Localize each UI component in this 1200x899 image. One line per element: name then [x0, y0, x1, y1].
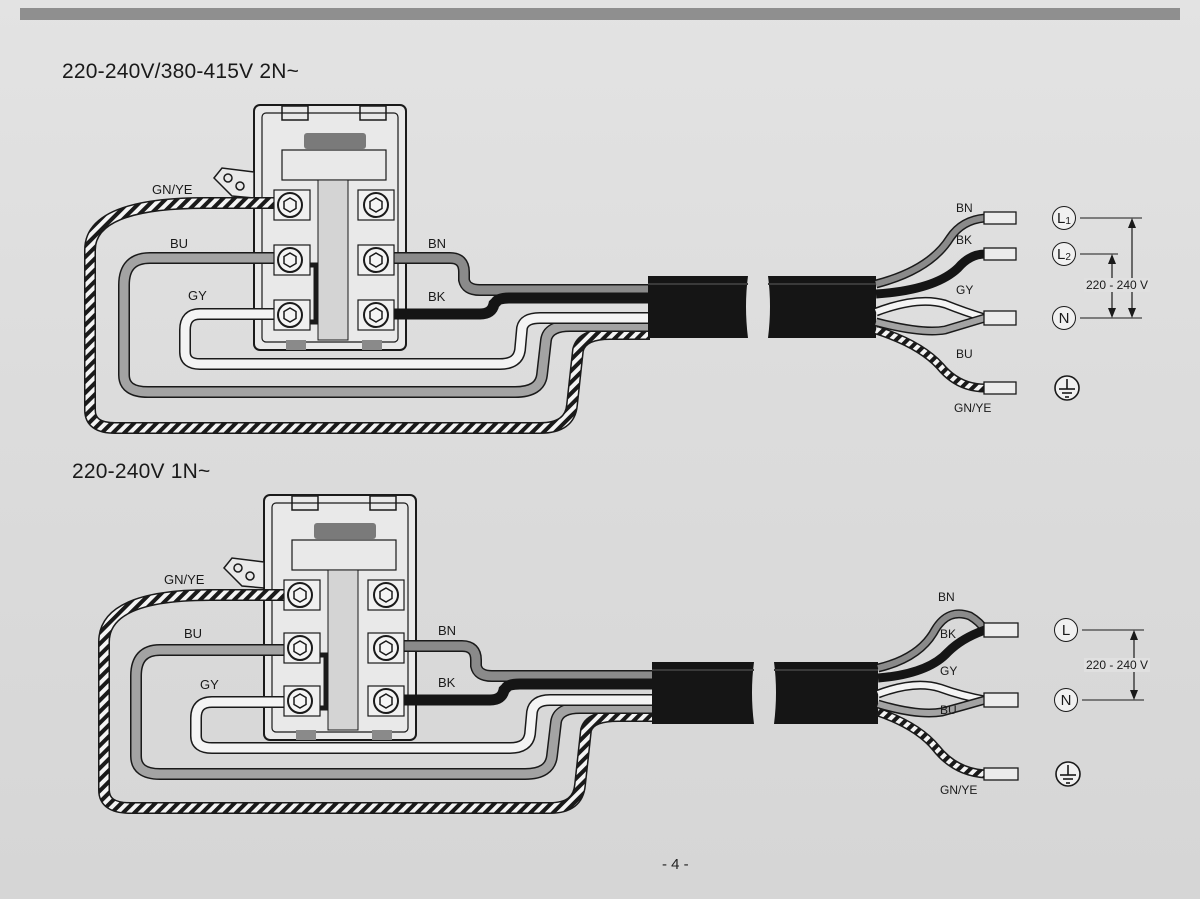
terminal-l1-main: L — [1057, 209, 1066, 227]
wire-label-grey-left: GY — [188, 288, 207, 303]
wire-label-blue-right: BU — [940, 703, 957, 717]
wiring-diagram-two-phase: 220-240V/380-415V 2N~ GN/YE BU GY BN BK … — [62, 60, 1151, 434]
voltage-label: 220 - 240 V — [1084, 658, 1151, 672]
wiring-diagram-graphic — [84, 104, 1142, 434]
earth-symbol-icon — [1054, 375, 1080, 401]
wire-label-black-left: BK — [438, 675, 456, 690]
cable-sheath — [652, 662, 878, 724]
wire-label-earth-left: GN/YE — [152, 182, 193, 197]
terminal-block — [222, 494, 417, 741]
wire-label-grey-left: GY — [200, 677, 219, 692]
terminal-neutral: N — [1052, 306, 1076, 330]
terminal-block — [212, 104, 407, 351]
wire-label-brown-right: BN — [956, 201, 973, 215]
wire-label-earth-right: GN/YE — [940, 783, 978, 797]
earth-symbol-icon — [1055, 761, 1081, 787]
wire-label-earth-left: GN/YE — [164, 572, 205, 587]
black-wire — [388, 678, 655, 706]
wire-label-brown-left: BN — [438, 623, 457, 638]
wire-label-grey-right: GY — [940, 664, 958, 678]
voltage-bracket — [1082, 629, 1144, 701]
terminal-neutral: N — [1054, 688, 1078, 712]
wire-label-blue-left: BU — [170, 236, 189, 251]
wire-label-blue-right: BU — [956, 347, 973, 361]
wire-label-black-right: BK — [956, 233, 973, 247]
diagram-title: 220-240V 1N~ — [72, 460, 211, 483]
page-number: - 4 - — [662, 856, 689, 873]
black-wire — [378, 292, 650, 320]
top-border-bar — [20, 8, 1180, 20]
voltage-bracket — [1080, 217, 1142, 319]
cable-ends — [876, 609, 1019, 781]
wire-label-black-right: BK — [940, 627, 957, 641]
cable-ends — [874, 211, 1017, 395]
wire-label-brown-left: BN — [428, 236, 447, 251]
terminal-screws — [273, 189, 395, 331]
terminal-l2-main: L — [1057, 245, 1066, 263]
terminal-l2-sub: 2 — [1065, 251, 1071, 263]
wire-label-brown-right: BN — [938, 590, 955, 604]
brown-wire — [378, 252, 650, 296]
wiring-diagram-single-phase: 220-240V 1N~ GN/YE BU GY BN BK BN BK GY … — [0, 390, 1200, 840]
wire-label-grey-right: GY — [956, 283, 974, 297]
cable-sheath — [648, 276, 876, 338]
wire-label-black-left: BK — [428, 289, 446, 304]
terminal-neutral-label: N — [1058, 309, 1070, 327]
terminal-line: L — [1054, 618, 1078, 642]
terminal-neutral-label: N — [1060, 691, 1072, 709]
terminal-l1-sub: 1 — [1065, 215, 1071, 227]
diagram-title: 220-240V/380-415V 2N~ — [62, 60, 300, 83]
wire-label-earth-right: GN/YE — [954, 401, 992, 415]
wire-label-blue-left: BU — [184, 626, 203, 641]
terminal-screws — [283, 579, 405, 717]
wiring-diagram-graphic — [98, 494, 1144, 814]
terminal-line-label: L — [1061, 621, 1071, 639]
voltage-label: 220 - 240 V — [1084, 278, 1151, 292]
